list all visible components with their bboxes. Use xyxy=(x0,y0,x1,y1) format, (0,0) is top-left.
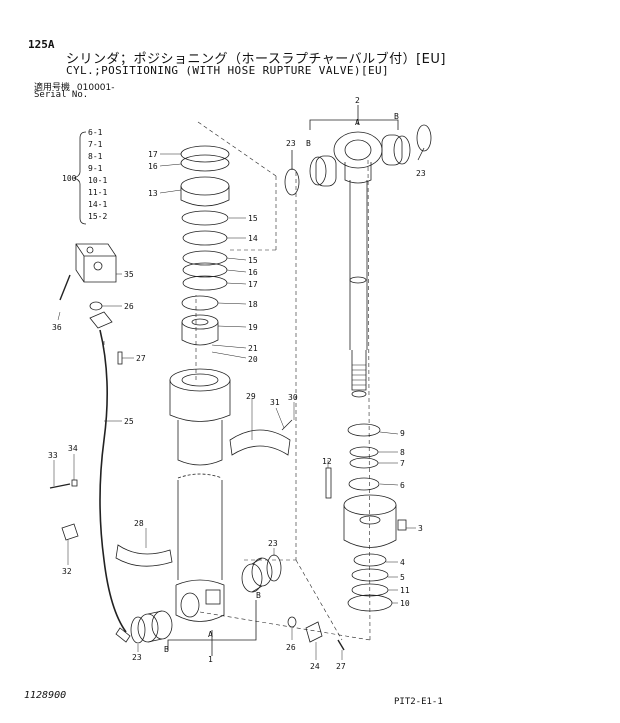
callout-5: 5 xyxy=(400,573,405,582)
callout-4: 4 xyxy=(400,558,405,567)
callout-34: 34 xyxy=(68,444,78,453)
callout-15: 15 xyxy=(248,256,258,265)
callout-17: 17 xyxy=(148,150,158,159)
rod-head-seals xyxy=(325,423,381,499)
page-code: PIT2-E1-1 xyxy=(394,697,443,707)
title-english: CYL.;POSITIONING (WITH HOSE RUPTURE VALV… xyxy=(66,64,390,77)
group-item: 8-1 xyxy=(88,152,103,161)
group-item: 11-1 xyxy=(88,188,107,197)
cylinder-tube xyxy=(169,368,231,622)
group-item: 7-1 xyxy=(88,140,103,149)
callout-a-bottom: A xyxy=(208,630,213,639)
group-item: 9-1 xyxy=(88,164,103,173)
oring-26b xyxy=(287,616,297,628)
callout-36: 36 xyxy=(52,323,62,332)
drawing-number: 1128900 xyxy=(24,690,67,701)
callout-23: 23 xyxy=(268,539,278,548)
callout-1: 1 xyxy=(208,655,213,664)
bolt-33 xyxy=(49,483,71,489)
callout-29: 29 xyxy=(246,392,256,401)
callout-19: 19 xyxy=(248,323,258,332)
callout-24: 24 xyxy=(310,662,320,671)
callout-3: 3 xyxy=(418,524,423,533)
part-32 xyxy=(61,523,79,541)
callout-20: 20 xyxy=(248,355,258,364)
callout-13: 13 xyxy=(148,189,158,198)
callout-7: 7 xyxy=(400,459,405,468)
serial-value: 010001- xyxy=(76,83,115,93)
piston xyxy=(343,494,407,612)
hose-rupture-valve xyxy=(75,243,117,283)
group-item: 10-1 xyxy=(88,176,107,185)
callout-18: 18 xyxy=(248,300,258,309)
group-100-label: 100 xyxy=(62,174,77,183)
group-item: 6-1 xyxy=(88,128,103,137)
flange xyxy=(89,311,113,329)
hose-end xyxy=(115,627,131,643)
title-japanese: シリンダ；ポジショニング（ホースラプチャーバルブ付）[EU] xyxy=(66,52,446,67)
group-item: 14-1 xyxy=(88,200,107,209)
callout-31: 31 xyxy=(270,398,280,407)
callout-2: 2 xyxy=(355,96,360,105)
assembly-lines xyxy=(103,121,371,641)
page-number: 125A xyxy=(28,38,55,51)
serial-label-en: Serial No. xyxy=(34,90,89,100)
callout-32: 32 xyxy=(62,567,72,576)
callout-6: 6 xyxy=(400,481,405,490)
callout-30: 30 xyxy=(288,393,298,402)
piston-rod xyxy=(349,180,368,398)
callout-b-bottom-right: B xyxy=(256,591,261,600)
callout-b-top-right: B xyxy=(394,112,399,121)
callout-35: 35 xyxy=(124,270,134,279)
hose-25 xyxy=(99,329,127,633)
callout-25: 25 xyxy=(124,417,134,426)
rod-guide-stack xyxy=(180,145,230,346)
group-brace xyxy=(72,131,87,225)
callout-23: 23 xyxy=(416,169,426,178)
bolt-27-top xyxy=(117,351,123,365)
header: 125A シリンダ；ポジショニング（ホースラプチャーバルブ付）[EU] CYL.… xyxy=(0,0,620,110)
clamp-29 xyxy=(229,429,291,456)
callout-b-bottom-left: B xyxy=(164,645,169,654)
callout-12: 12 xyxy=(322,457,332,466)
bottom-bushings xyxy=(130,554,282,644)
callout-9: 9 xyxy=(400,429,405,438)
callout-27: 27 xyxy=(336,662,346,671)
bolt-31 xyxy=(281,419,293,431)
callout-8: 8 xyxy=(400,448,405,457)
callout-21: 21 xyxy=(248,344,258,353)
callout-33: 33 xyxy=(48,451,58,460)
callout-27: 27 xyxy=(136,354,146,363)
serial-label-jp: 適用号機 xyxy=(34,83,71,93)
callout-15: 15 xyxy=(248,214,258,223)
callout-14: 14 xyxy=(248,234,258,243)
part-24 xyxy=(305,621,323,643)
group-item: 15-2 xyxy=(88,212,107,221)
callout-23: 23 xyxy=(132,653,142,662)
callout-26: 26 xyxy=(124,302,134,311)
callout-10: 10 xyxy=(400,599,410,608)
callout-11: 11 xyxy=(400,586,410,595)
callout-28: 28 xyxy=(134,519,144,528)
callout-16: 16 xyxy=(248,268,258,277)
callout-17: 17 xyxy=(248,280,258,289)
bolt-36 xyxy=(59,274,71,301)
leader-b-top xyxy=(309,119,399,130)
part-callouts: 2 A B B 23 23 17 16 13 15 14 15 16 17 18… xyxy=(48,96,426,671)
callout-leaders xyxy=(53,153,416,660)
washer-34 xyxy=(71,479,78,487)
clamp-28 xyxy=(115,544,173,567)
oring-26 xyxy=(89,301,103,311)
bolt-27-bottom xyxy=(337,639,345,651)
group-100: 100 6-1 7-1 8-1 9-1 10-1 11-1 14-1 15-2 xyxy=(62,128,107,221)
serial-row: 適用号機 010001- xyxy=(34,80,119,93)
callout-23: 23 xyxy=(286,139,296,148)
callout-16: 16 xyxy=(148,162,158,171)
callout-a-top: A xyxy=(355,118,360,127)
callout-26: 26 xyxy=(286,643,296,652)
rod-eye xyxy=(284,124,432,196)
callout-b-top-left: B xyxy=(306,139,311,148)
leader-23-right xyxy=(417,147,425,161)
